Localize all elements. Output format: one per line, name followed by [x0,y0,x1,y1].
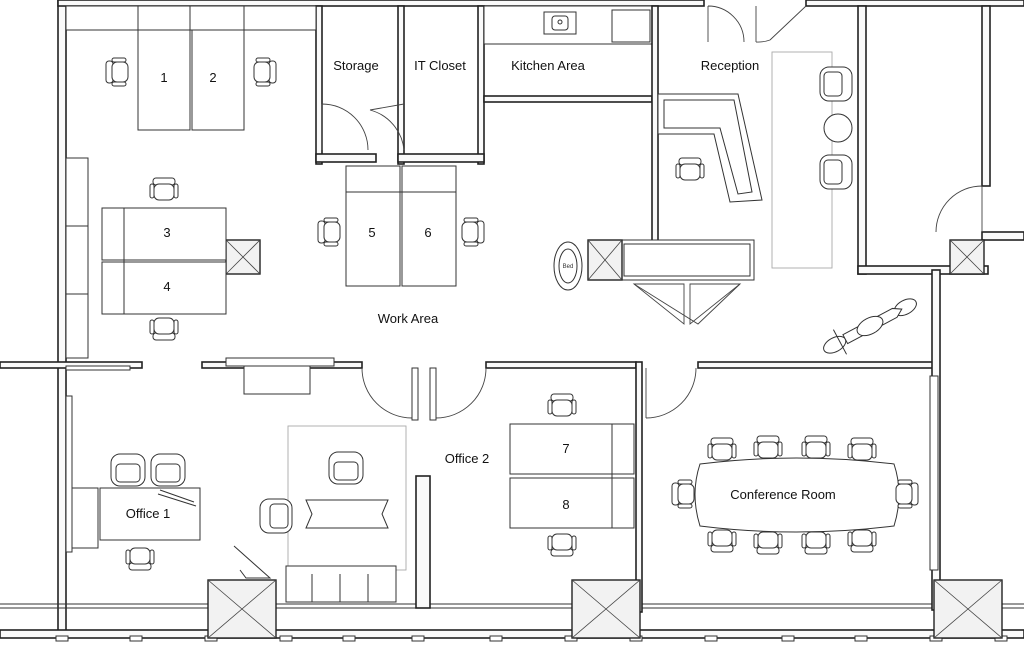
desk-label-4: 4 [163,279,170,294]
desk-label-5: 5 [368,225,375,240]
room-label-office-2: Office 2 [445,451,490,466]
room-labels: Storage IT Closet Kitchen Area Reception… [126,58,836,521]
desk-label-2: 2 [209,70,216,85]
room-label-it-closet: IT Closet [414,58,466,73]
desk-label-6: 6 [424,225,431,240]
desk-label-7: 7 [562,441,569,456]
desk-label-1: 1 [160,70,167,85]
motorcycle-icon [823,298,917,355]
desk-group-1-2 [105,29,277,131]
office-1-furniture [65,395,272,579]
reception-desk [657,93,763,203]
desk-label-8: 8 [562,497,569,512]
columns [207,239,1003,639]
desk-label-3: 3 [163,225,170,240]
desk-group-7-8 [509,393,635,557]
room-label-kitchen: Kitchen Area [511,58,585,73]
conference-furniture [671,375,939,571]
room-label-storage: Storage [333,58,379,73]
left-wall [57,0,67,641]
reception-seating [819,66,853,190]
room-label-work-area: Work Area [378,311,439,326]
room-label-reception: Reception [701,58,760,73]
desk-labels: 1 2 3 4 5 6 7 8 [160,70,569,512]
reception-walls [651,5,1024,275]
room-label-office-1: Office 1 [126,506,171,521]
dog-bed-label: Bed [563,264,574,270]
bottom-wall [0,629,1024,639]
service-rooms [65,5,655,165]
office-2-furniture [259,425,407,603]
desk-group-5-6 [317,165,485,287]
desk-group-3-4 [101,177,227,341]
room-label-conference: Conference Room [730,487,836,502]
dog-bed: Bed [553,241,583,291]
